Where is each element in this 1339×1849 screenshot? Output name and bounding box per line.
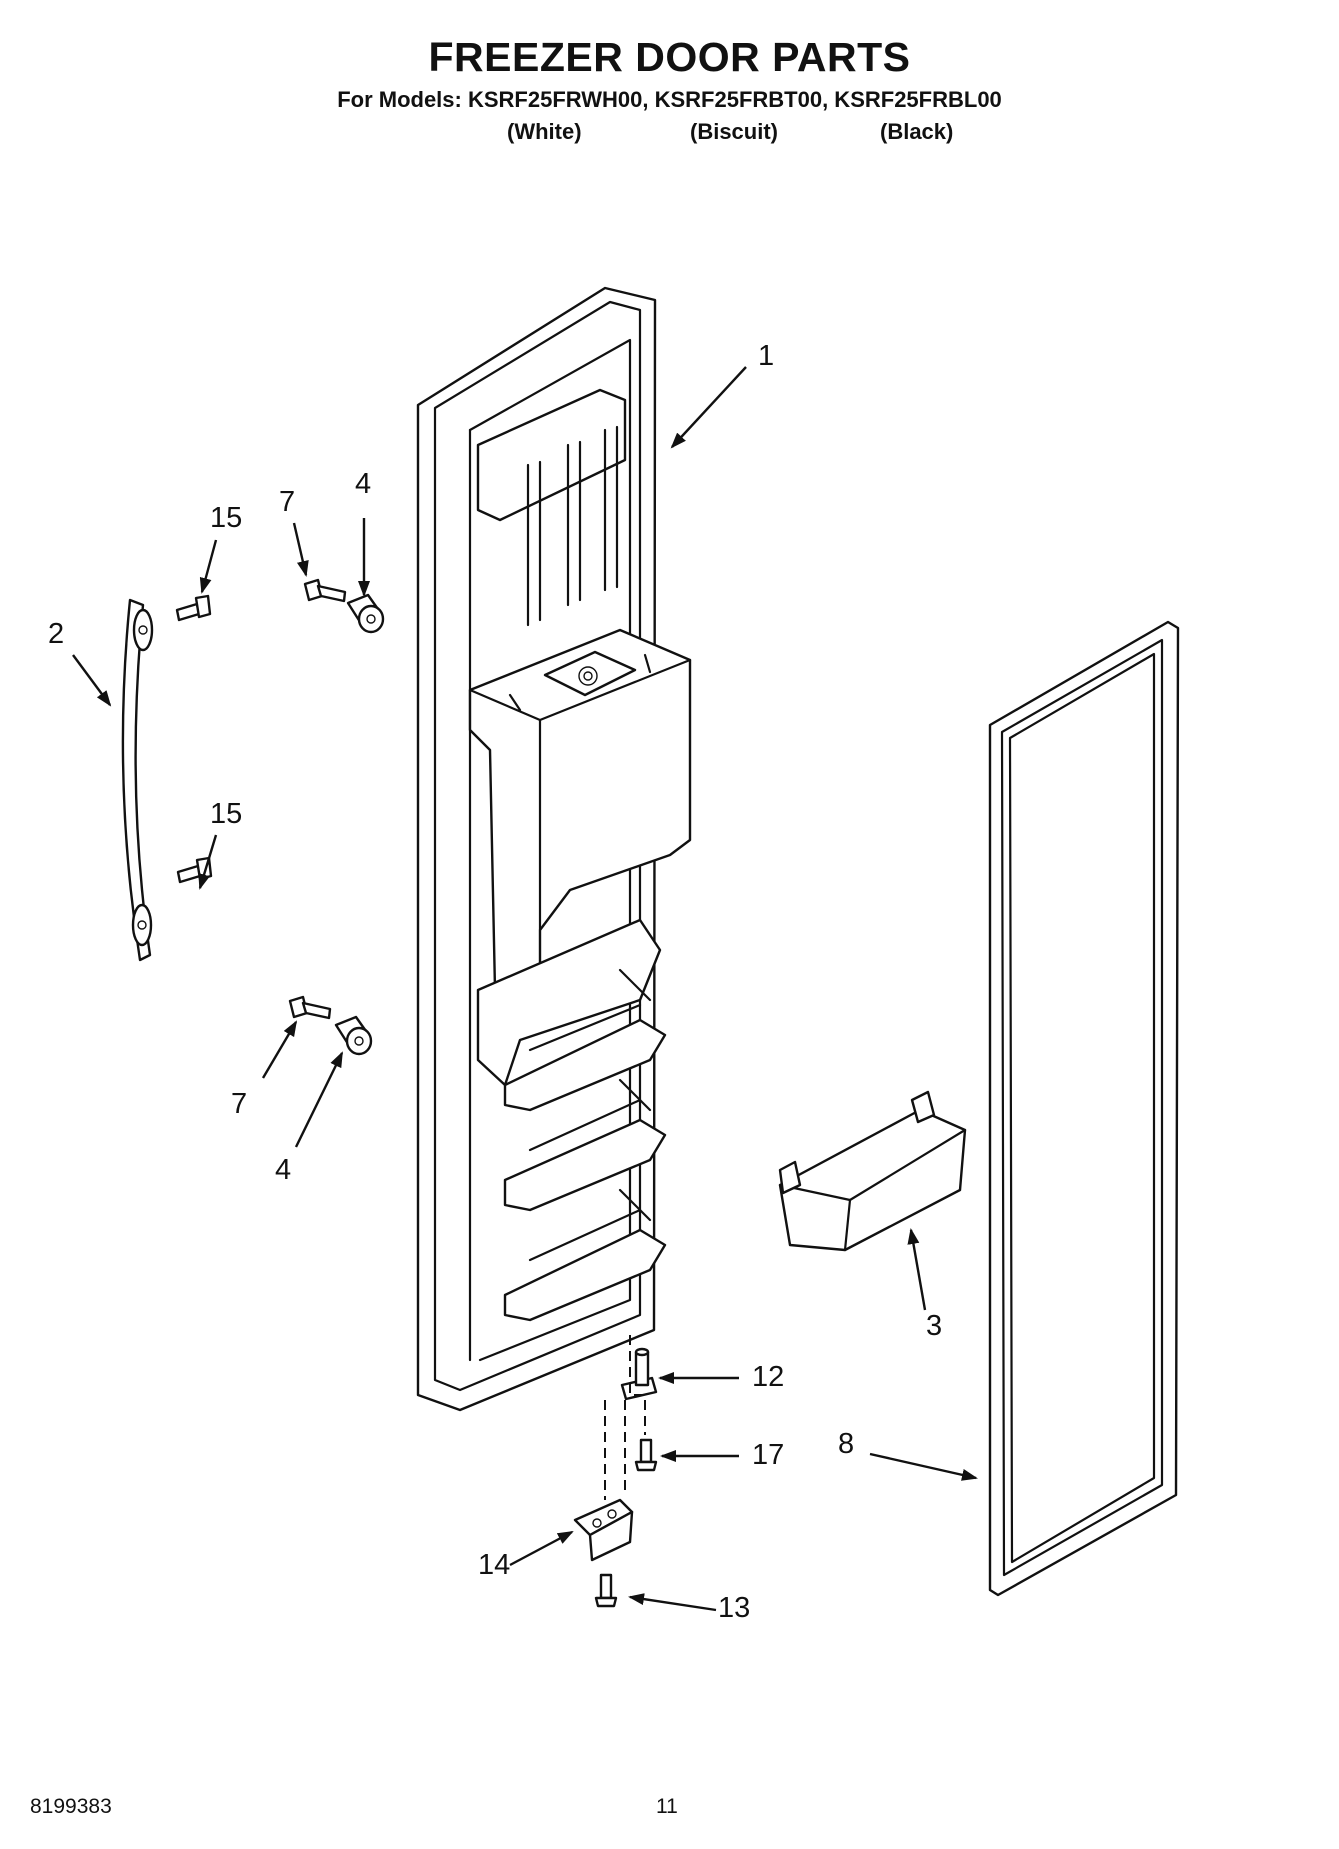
hinge-pin — [620, 1347, 658, 1401]
page-number: 11 — [656, 1795, 678, 1818]
callout-3: 3 — [926, 1310, 943, 1342]
handle — [121, 598, 154, 962]
hinge-bracket — [573, 1498, 634, 1562]
callout-13: 13 — [718, 1592, 751, 1624]
handle-spacer — [334, 593, 385, 1056]
door-gasket — [988, 620, 1180, 1597]
callout-4-top: 4 — [355, 468, 372, 500]
variant-black: (Black) — [880, 119, 954, 144]
doc-number: 8199383 — [30, 1795, 112, 1818]
callout-12: 12 — [752, 1361, 785, 1393]
models-line: For Models: KSRF25FRWH00, KSRF25FRBT00, … — [337, 87, 1002, 112]
callout-7-top: 7 — [279, 486, 296, 518]
callout-2: 2 — [48, 618, 65, 650]
page-title: FREEZER DOOR PARTS — [428, 34, 911, 80]
callout-15-bottom: 15 — [210, 798, 243, 830]
shoulder-screw — [288, 578, 347, 1020]
hinge-screw — [634, 1438, 658, 1472]
callout-1: 1 — [758, 340, 775, 372]
door-bin — [778, 1090, 967, 1252]
callout-8: 8 — [838, 1428, 855, 1460]
handle-screw — [175, 594, 213, 884]
callout-7-bottom: 7 — [231, 1088, 248, 1120]
leader-arrows — [72, 366, 978, 1612]
variant-white: (White) — [507, 119, 582, 144]
callout-15-top: 15 — [210, 502, 243, 534]
callout-4-bottom: 4 — [275, 1154, 292, 1186]
bracket-screw — [594, 1573, 618, 1608]
door-assembly — [416, 286, 692, 1412]
callout-17: 17 — [752, 1439, 785, 1471]
callout-14: 14 — [478, 1549, 511, 1581]
assembly-lines — [604, 1335, 646, 1500]
variant-biscuit: (Biscuit) — [690, 119, 778, 144]
